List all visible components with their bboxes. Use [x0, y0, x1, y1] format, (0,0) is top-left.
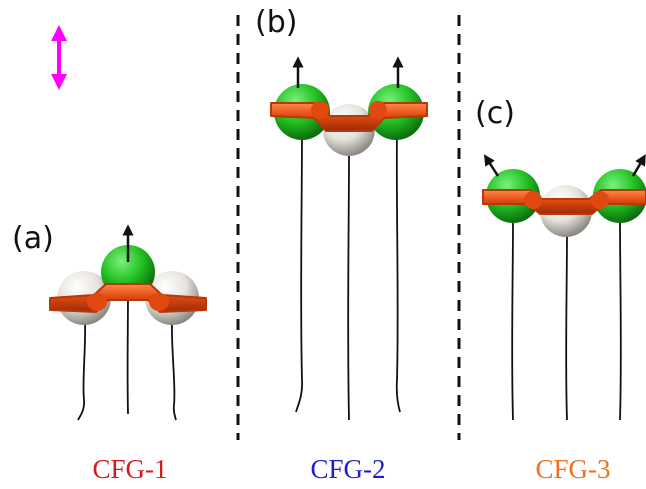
panel-b: (b) CFG-2 — [255, 5, 428, 484]
tether — [511, 217, 514, 421]
moment-arrow — [483, 154, 500, 177]
panel-c: (c) CFG-3 — [475, 96, 646, 484]
panel-letter-c: (c) — [475, 96, 515, 131]
moment-arrow — [631, 154, 646, 177]
panel-a: (a) CFG-1 — [12, 221, 207, 484]
link-node — [524, 191, 542, 209]
cfg-label-c: CFG-3 — [535, 454, 610, 484]
link-node — [311, 101, 329, 119]
tether — [565, 229, 568, 421]
tether — [395, 129, 401, 413]
tether — [295, 129, 304, 413]
cfg-label-b: CFG-2 — [310, 454, 385, 484]
link-tube — [270, 102, 428, 132]
link-node — [149, 293, 169, 311]
panel-letter-a: (a) — [12, 221, 54, 256]
link-node — [87, 293, 107, 311]
panel-letter-b: (b) — [255, 5, 297, 40]
link-node — [369, 101, 387, 119]
tether — [170, 317, 177, 421]
cfg-label-a: CFG-1 — [92, 454, 167, 484]
tether — [619, 217, 622, 421]
tether — [347, 149, 350, 421]
link-node — [591, 191, 609, 209]
tether — [77, 317, 87, 421]
